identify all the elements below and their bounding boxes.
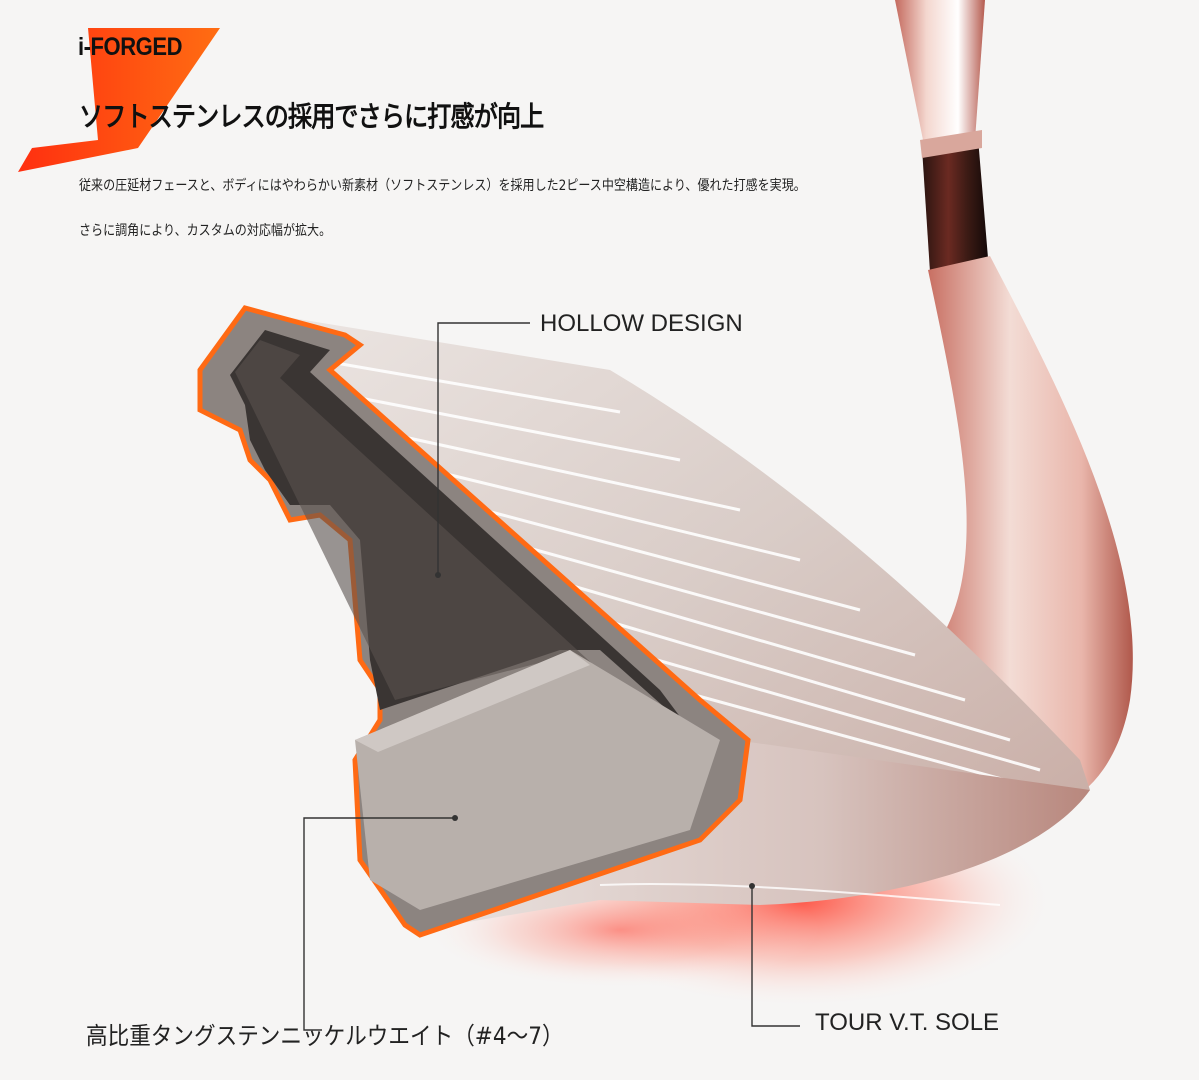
sole bbox=[420, 740, 1090, 930]
callout-points bbox=[435, 572, 755, 889]
description-line-2: さらに調角により、カスタムの対応幅が拡大。 bbox=[79, 223, 332, 239]
face-grooves bbox=[329, 360, 1061, 797]
callout-hollow-design: HOLLOW DESIGN bbox=[540, 310, 743, 337]
ferrule bbox=[922, 138, 988, 272]
sole-leader bbox=[751, 886, 800, 1027]
hollow-design-leader bbox=[437, 322, 530, 575]
callout-tungsten-weight: 高比重タングステンニッケルウエイト（#4〜7） bbox=[86, 1022, 564, 1050]
weight-leader bbox=[303, 817, 455, 1031]
shaft bbox=[895, 0, 985, 150]
callout-tour-vt-sole: TOUR V.T. SOLE bbox=[815, 1009, 1000, 1036]
hollow-cavity bbox=[230, 330, 690, 730]
brand-flag-graphic bbox=[18, 28, 220, 172]
callout-leaders bbox=[303, 322, 800, 1031]
description-line-1: 従来の圧延材フェースと、ボディにはやわらかい新素材（ソフトステンレス）を採用した… bbox=[79, 178, 806, 194]
headline: ソフトステンレスの採用でさらに打感が向上 bbox=[79, 100, 544, 133]
brand-name: i-FORGED bbox=[78, 33, 183, 61]
